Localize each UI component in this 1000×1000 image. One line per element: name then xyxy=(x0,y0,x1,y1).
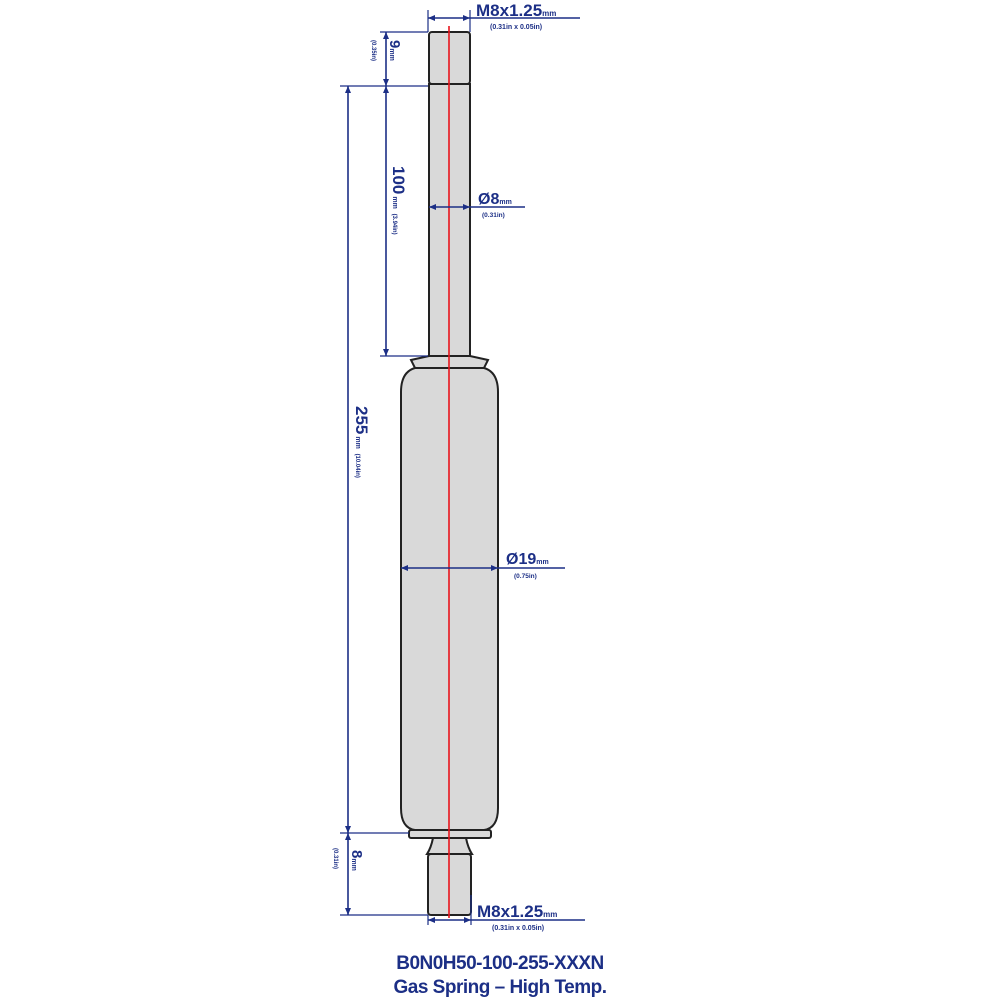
svg-text:(0.31in x 0.05in): (0.31in x 0.05in) xyxy=(492,925,544,932)
overall-length-dimension: 255mm (10.04in) xyxy=(340,86,409,834)
rod-diameter-dimension: Ø8mm (0.31in) xyxy=(429,191,525,219)
svg-text:8mm: 8mm xyxy=(348,850,365,871)
svg-text:(0.35in): (0.35in) xyxy=(370,40,376,61)
svg-text:100mm (3.94in): 100mm (3.94in) xyxy=(389,166,408,235)
top-thread-length-dimension: 9mm (0.35in) xyxy=(340,31,428,87)
svg-text:Ø8mm: Ø8mm xyxy=(478,191,512,208)
svg-text:M8x1.25mm: M8x1.25mm xyxy=(476,1,556,20)
bottom-thread-dimension: M8x1.25mm (0.31in x 0.05in) xyxy=(427,895,585,932)
body-diameter-dimension: Ø19mm (0.75in) xyxy=(401,551,565,580)
svg-text:(0.31in x 0.05in): (0.31in x 0.05in) xyxy=(490,24,542,31)
svg-text:255mm (10.04in): 255mm (10.04in) xyxy=(352,406,371,478)
svg-text:9mm: 9mm xyxy=(386,40,403,61)
svg-text:M8x1.25mm: M8x1.25mm xyxy=(477,902,557,921)
gas-spring-part xyxy=(400,26,499,918)
svg-text:(0.31in): (0.31in) xyxy=(332,848,338,869)
svg-text:(0.75in): (0.75in) xyxy=(514,573,537,580)
end-collar xyxy=(408,829,492,839)
svg-text:Ø19mm: Ø19mm xyxy=(506,551,549,568)
svg-text:(0.31in): (0.31in) xyxy=(482,212,505,219)
part-number: B0N0H50-100-255-XXXN xyxy=(396,953,604,974)
stroke-dimension: 100mm (3.94in) xyxy=(380,86,428,357)
top-thread-dimension: M8x1.25mm (0.31in x 0.05in) xyxy=(427,1,580,32)
bottom-thread-length-dimension: 8mm (0.31in) xyxy=(332,833,428,916)
part-description: Gas Spring – High Temp. xyxy=(393,977,607,998)
